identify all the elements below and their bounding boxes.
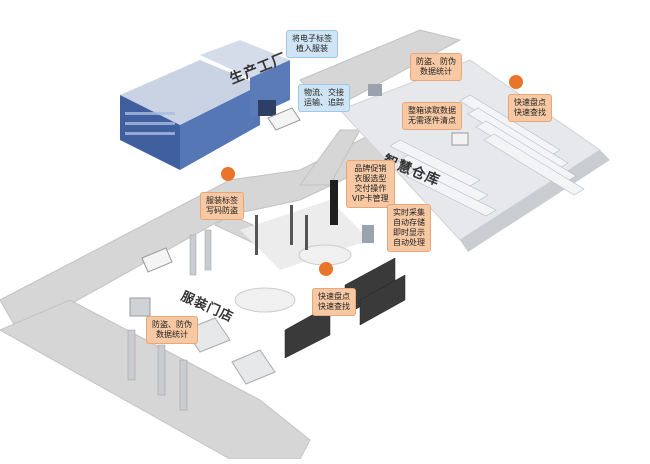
callout-warehouse-stats: 防盗、防伪 数据统计 bbox=[410, 53, 462, 81]
callout-store-inventory: 快速盘点 快速查找 bbox=[312, 288, 356, 316]
truck-icon bbox=[141, 107, 301, 273]
turnstile-icon bbox=[129, 297, 151, 317]
callout-store-label: 服装标签 写码防盗 bbox=[200, 192, 244, 220]
warehouse-shelves bbox=[389, 94, 585, 217]
clothing-racks bbox=[255, 205, 308, 255]
callout-factory-tag: 将电子标签 植入服装 bbox=[286, 30, 338, 58]
callout-warehouse-inventory: 快速盘点 快速查找 bbox=[508, 94, 552, 122]
callout-store-promo: 品牌促销 衣服选型 交付操作 VIP卡管理 bbox=[346, 160, 395, 208]
callout-store-antitheft: 防盗、防伪 数据统计 bbox=[146, 316, 198, 344]
callout-warehouse-read: 整箱读取数据 无需逐件清点 bbox=[402, 102, 462, 130]
info-kiosk-icon bbox=[362, 225, 374, 243]
forklift-icon bbox=[451, 132, 469, 146]
security-gate-icon bbox=[127, 229, 212, 411]
factory-building-icon bbox=[120, 40, 290, 170]
gate-reader-icon bbox=[368, 84, 382, 96]
callout-store-auto: 实时采集 自动存储 即时显示 自动处理 bbox=[387, 204, 431, 252]
rfid-reader-icon bbox=[221, 75, 523, 276]
display-board-icon bbox=[330, 180, 338, 225]
callout-factory-logistics: 物流、交接 运输、追踪 bbox=[298, 84, 350, 112]
store-shelves bbox=[284, 257, 406, 359]
